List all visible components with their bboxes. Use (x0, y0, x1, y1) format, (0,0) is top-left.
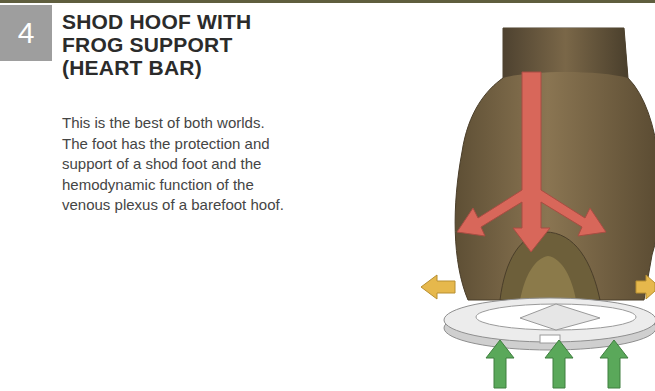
top-rule (0, 0, 655, 3)
body-text: This is the best of both worlds. The foo… (62, 113, 294, 216)
horseshoe (444, 298, 655, 342)
frog-center (520, 256, 576, 300)
pressure-arrow (457, 72, 606, 252)
step-number: 4 (18, 16, 35, 50)
support-arrow (545, 340, 573, 388)
hoof-wall (455, 28, 655, 300)
expansion-arrow-right (636, 275, 655, 299)
support-arrow (600, 340, 628, 388)
shoe-opening (476, 304, 636, 330)
heart-bar (520, 304, 600, 330)
support-arrows (486, 340, 628, 388)
expansion-arrow-left (421, 275, 455, 299)
section-title: SHOD HOOF WITH FROG SUPPORT (HEART BAR) (62, 10, 267, 79)
support-arrow (486, 340, 514, 388)
step-number-badge: 4 (0, 5, 52, 61)
coronet-band (503, 28, 628, 78)
frog (500, 232, 600, 300)
